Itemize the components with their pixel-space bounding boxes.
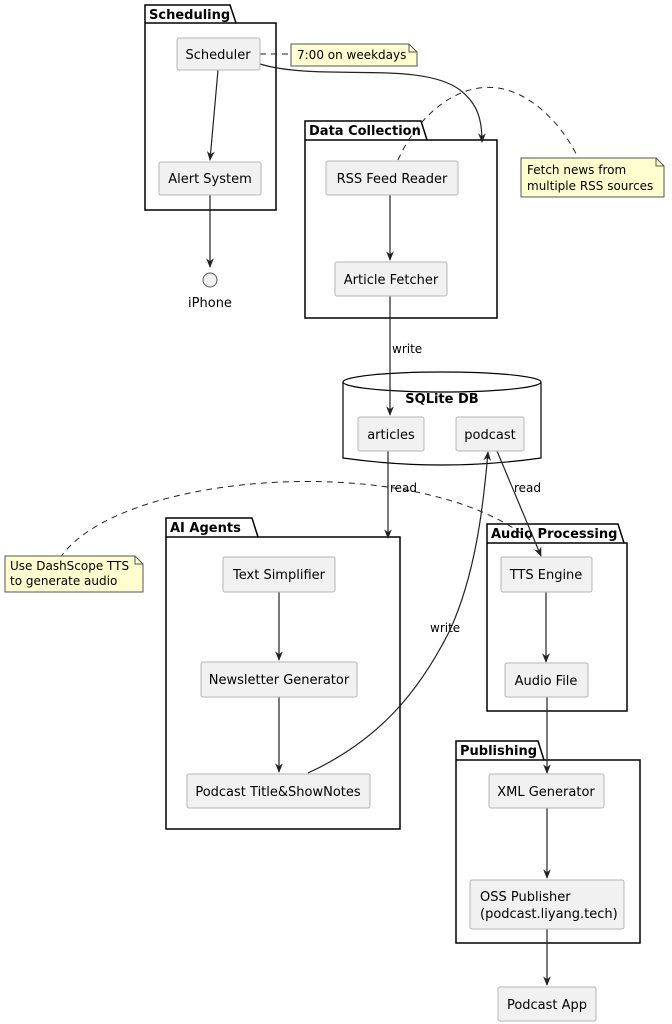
sqlite-db-label: SQLite DB xyxy=(405,392,478,407)
package-scheduling-label: Scheduling xyxy=(149,8,230,23)
note-tts: Use DashScope TTS to generate audio xyxy=(4,555,144,593)
component-iphone[interactable]: iPhone xyxy=(188,272,232,311)
edge-label-read-podcast: read xyxy=(514,481,541,495)
component-tts-engine[interactable]: TTS Engine xyxy=(500,556,593,593)
rss-feed-reader-label: RSS Feed Reader xyxy=(337,172,448,187)
edge-podcasttitle-podcast xyxy=(307,451,492,774)
component-oss-publisher[interactable]: OSS Publisher (podcast.liyang.tech) xyxy=(469,879,625,930)
scheduler-label: Scheduler xyxy=(185,48,251,63)
article-fetcher-label: Article Fetcher xyxy=(344,273,439,288)
audio-file-label: Audio File xyxy=(515,674,578,689)
component-xml-generator[interactable]: XML Generator xyxy=(488,773,605,809)
package-audio-processing-label: Audio Processing xyxy=(491,527,617,542)
connector-tts-note xyxy=(59,481,531,559)
edge-label-write-articles: write xyxy=(392,342,422,356)
package-publishing-label: Publishing xyxy=(460,744,537,759)
component-text-simplifier[interactable]: Text Simplifier xyxy=(222,556,336,593)
text-simplifier-label: Text Simplifier xyxy=(232,568,326,583)
note-rss-text-line1: Fetch news from xyxy=(527,163,626,177)
component-alert-system[interactable]: Alert System xyxy=(158,161,262,196)
podcast-title-shownotes-label: Podcast Title&ShowNotes xyxy=(195,785,361,800)
note-connectors xyxy=(59,53,579,559)
component-scheduler[interactable]: Scheduler xyxy=(176,37,261,71)
package-data-collection-label: Data Collection xyxy=(309,124,421,139)
iphone-label: iPhone xyxy=(188,296,232,311)
package-ai-agents-label: AI Agents xyxy=(170,521,241,536)
edge-podcast-tts xyxy=(496,450,542,557)
podcast-label: podcast xyxy=(464,428,515,443)
edges xyxy=(206,63,551,986)
edge-scheduler-datacollection xyxy=(259,63,486,143)
component-article-fetcher[interactable]: Article Fetcher xyxy=(334,261,448,297)
component-rss-feed-reader[interactable]: RSS Feed Reader xyxy=(325,160,459,196)
alert-system-label: Alert System xyxy=(168,172,252,187)
note-rss-text-line2: multiple RSS sources xyxy=(527,179,653,193)
component-audio-file[interactable]: Audio File xyxy=(504,662,589,698)
articles-label: articles xyxy=(367,428,415,443)
component-podcast-title-shownotes[interactable]: Podcast Title&ShowNotes xyxy=(186,773,371,809)
newsletter-generator-label: Newsletter Generator xyxy=(209,673,350,688)
note-rss: Fetch news from multiple RSS sources xyxy=(520,157,665,198)
oss-publisher-label-line1: OSS Publisher xyxy=(480,890,571,905)
edge-label-write-podcast: write xyxy=(430,621,460,635)
xml-generator-label: XML Generator xyxy=(497,785,595,800)
component-podcast-app[interactable]: Podcast App xyxy=(497,986,597,1022)
edge-label-read-articles: read xyxy=(390,481,417,495)
component-podcast[interactable]: podcast xyxy=(455,416,525,452)
note-tts-text-line2: to generate audio xyxy=(10,574,117,588)
connector-rss-note xyxy=(397,86,579,161)
note-tts-text-line1: Use DashScope TTS xyxy=(10,559,129,573)
component-newsletter-generator[interactable]: Newsletter Generator xyxy=(200,661,358,698)
podcast-app-label: Podcast App xyxy=(507,998,587,1013)
oss-publisher-label-line2: (podcast.liyang.tech) xyxy=(480,907,618,922)
tts-engine-label: TTS Engine xyxy=(509,568,583,583)
component-articles[interactable]: articles xyxy=(357,416,425,452)
edge-scheduler-alert xyxy=(206,69,219,161)
note-schedule: 7:00 on weekdays xyxy=(290,43,418,67)
note-schedule-text: 7:00 on weekdays xyxy=(297,48,406,62)
